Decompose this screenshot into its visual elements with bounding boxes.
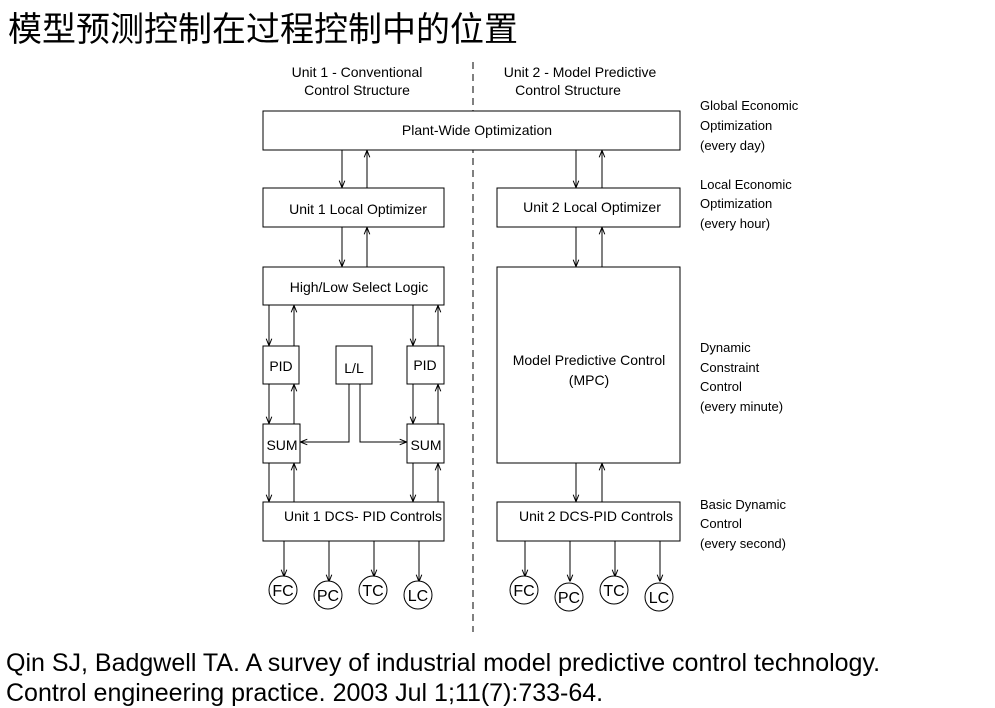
signal-circle-u1-lc xyxy=(403,580,433,610)
unit1-dcs-box xyxy=(262,501,445,542)
sum-left-box xyxy=(262,423,301,464)
local-label-line2: Optimization xyxy=(700,196,772,211)
citation-line2: Control engineering practice. 2003 Jul 1… xyxy=(6,679,604,707)
unit1-header-line1: Unit 1 - Conventional xyxy=(292,64,423,80)
signal-u1-fc: FC xyxy=(272,583,293,600)
local-label-line3: (every hour) xyxy=(700,216,770,231)
unit1-dcs-label: Unit 1 DCS- PID Controls xyxy=(284,508,442,524)
signal-circle-u2-pc xyxy=(554,582,584,612)
dynamic-label-line2: Constraint xyxy=(700,360,760,375)
signal-circle-u1-tc xyxy=(358,575,388,605)
sum-right-box xyxy=(406,423,445,464)
signal-u2-tc: TC xyxy=(603,583,624,600)
signal-circle-u2-lc xyxy=(644,582,674,612)
ll-label: L/L xyxy=(344,360,364,376)
dynamic-label-line4: (every minute) xyxy=(700,399,783,414)
signal-u2-fc: FC xyxy=(513,583,534,600)
basic-label-line1: Basic Dynamic xyxy=(700,497,786,512)
dynamic-label-line1: Dynamic xyxy=(700,340,751,355)
select-logic-box xyxy=(262,266,445,306)
citation: Qin SJ, Badgwell TA. A survey of industr… xyxy=(6,648,880,708)
basic-label-line2: Control xyxy=(700,516,742,531)
global-label-line1: Global Economic xyxy=(700,98,799,113)
pid-left-box xyxy=(262,345,300,385)
page-title: 模型预测控制在过程控制中的位置 xyxy=(8,10,518,50)
global-label-line2: Optimization xyxy=(700,118,772,133)
unit2-local-optimizer-box xyxy=(496,187,681,228)
basic-label-line3: (every second) xyxy=(700,536,786,551)
signal-circle-u2-fc xyxy=(509,575,539,605)
local-label-line1: Local Economic xyxy=(700,177,792,192)
signal-u1-lc: LC xyxy=(408,588,428,605)
mpc-box xyxy=(496,266,681,464)
unit2-header-line2: Control Structure xyxy=(515,82,621,98)
pid-left-label: PID xyxy=(269,358,292,374)
global-label-line3: (every day) xyxy=(700,138,765,153)
citation-line1: Qin SJ, Badgwell TA. A survey of industr… xyxy=(6,649,881,677)
pid-right-box xyxy=(406,345,445,385)
signal-circle-u1-fc xyxy=(268,575,298,605)
sum-right-label: SUM xyxy=(410,437,441,453)
unit1-local-optimizer-box xyxy=(262,187,445,228)
unit2-dcs-box xyxy=(496,501,681,542)
signal-u1-pc: PC xyxy=(317,588,339,605)
unit2-local-label: Unit 2 Local Optimizer xyxy=(523,199,661,215)
mpc-label-line2: (MPC) xyxy=(569,372,609,388)
plant-wide-label: Plant-Wide Optimization xyxy=(402,122,552,138)
pid-right-label: PID xyxy=(413,357,436,373)
signal-circle-u1-pc xyxy=(313,580,343,610)
signal-u2-pc: PC xyxy=(558,590,580,607)
signal-u2-lc: LC xyxy=(649,590,669,607)
ll-box xyxy=(335,345,373,385)
unit1-header-line2: Control Structure xyxy=(304,82,410,98)
select-logic-label: High/Low Select Logic xyxy=(290,279,429,295)
unit1-local-label: Unit 1 Local Optimizer xyxy=(289,201,427,217)
mpc-label-line1: Model Predictive Control xyxy=(513,352,666,368)
dynamic-label-line3: Control xyxy=(700,379,742,394)
signal-u1-tc: TC xyxy=(362,583,383,600)
signal-circle-u2-tc xyxy=(599,575,629,605)
sum-left-label: SUM xyxy=(266,437,297,453)
unit2-header-line1: Unit 2 - Model Predictive xyxy=(504,64,657,80)
plant-wide-optimization-box xyxy=(262,110,681,151)
unit2-dcs-label: Unit 2 DCS-PID Controls xyxy=(519,508,673,524)
